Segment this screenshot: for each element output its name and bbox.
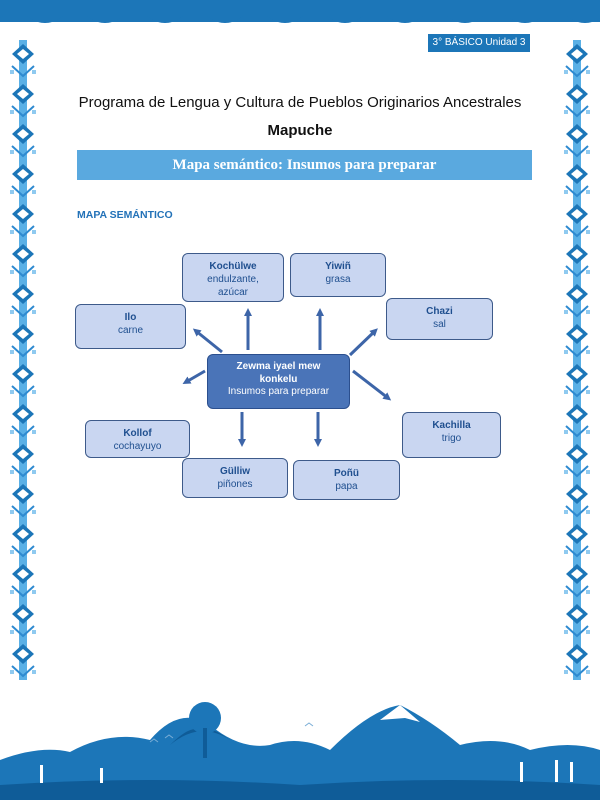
node-kachilla: Kachilla trigo	[402, 412, 501, 458]
node-gulliw: Gülliw piñones	[182, 458, 288, 498]
node-gloss: carne	[117, 325, 143, 336]
node-term: Gülliw	[220, 466, 250, 477]
node-gloss: piñones	[217, 479, 253, 490]
arrow-to-kollof	[182, 369, 206, 385]
node-kollof: Kollof cochayuyo	[85, 420, 190, 458]
top-decorative-band	[0, 0, 600, 23]
left-textile-border-icon	[8, 40, 38, 680]
node-term: Kochülwe	[209, 261, 257, 272]
center-gloss: Insumos para preparar	[227, 386, 330, 397]
arrow-to-kachilla	[352, 369, 392, 401]
node-gloss-line2: azúcar	[217, 287, 248, 298]
node-gloss: trigo	[441, 433, 462, 444]
node-term: Kollof	[123, 428, 152, 439]
center-term-line1: Zewma iyael mew	[236, 361, 321, 372]
node-ilo: Ilo carne	[75, 304, 186, 349]
arrow-to-chazi	[348, 328, 378, 357]
node-chazi: Chazi sal	[386, 298, 493, 340]
node-yiwin: Yiwiñ grasa	[290, 253, 386, 297]
center-term-line2: konkelu	[259, 373, 298, 385]
wave-pattern-icon	[0, 14, 600, 23]
node-kochulwe: Kochülwe endulzante, azúcar	[182, 253, 284, 302]
node-term: Poñü	[334, 468, 359, 479]
grade-unit-tab: 3° BÁSICO Unidad 3	[428, 34, 530, 52]
banner-title: Mapa semántico: Insumos para preparar	[77, 150, 532, 180]
landscape-illustration-icon	[0, 690, 600, 800]
section-label: MAPA SEMÁNTICO	[77, 209, 173, 221]
node-term: Ilo	[124, 312, 137, 323]
center-node: Zewma iyael mew konkelu Insumos para pre…	[207, 354, 350, 409]
node-gloss: papa	[335, 481, 358, 492]
node-gloss: sal	[433, 319, 446, 330]
node-term: Yiwiñ	[325, 261, 351, 272]
node-term: Chazi	[426, 306, 453, 317]
node-gloss: cochayuyo	[113, 441, 162, 452]
node-term: Kachilla	[432, 420, 471, 431]
right-textile-border-icon	[562, 40, 592, 680]
node-ponu: Poñü papa	[293, 460, 400, 500]
arrow-to-ilo	[192, 328, 223, 354]
node-gloss-line1: endulzante,	[207, 274, 259, 285]
people-name: Mapuche	[267, 122, 333, 139]
program-title: Programa de Lengua y Cultura de Pueblos …	[78, 94, 522, 111]
node-gloss: grasa	[325, 274, 351, 285]
